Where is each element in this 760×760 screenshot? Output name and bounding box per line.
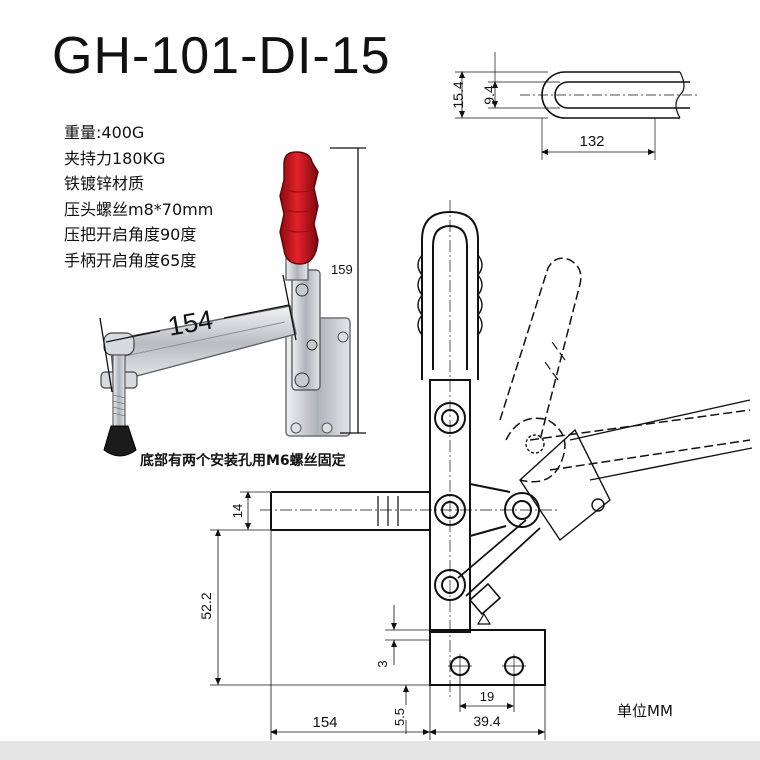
drawing-base-plate <box>429 629 546 686</box>
rubber-tip <box>103 425 137 457</box>
spec-spindle-screw: 压头螺丝m8*70mm <box>64 199 214 219</box>
slot-detail <box>455 52 700 160</box>
break-line <box>675 71 685 119</box>
spec-material: 铁镀锌材质 <box>64 174 145 193</box>
pivot-pin <box>295 283 309 297</box>
spec-list: 重量:400G 夹持力180KG 铁镀锌材质 压头螺丝m8*70mm 压把开启角… <box>64 120 213 273</box>
spindle-screw <box>112 354 126 428</box>
dim-slot-outer-width: 15.4 <box>450 81 466 108</box>
dim-total-height: 159 <box>331 262 353 277</box>
pivot-pin <box>294 372 310 388</box>
open-position-solid <box>519 399 753 542</box>
dim-drawing-height: 52.2 <box>198 592 214 619</box>
mount-hole <box>337 331 349 343</box>
page-title: GH-101-DI-15 <box>52 27 391 85</box>
unit-note: 单位MM <box>617 702 673 720</box>
pivot-pin <box>306 339 318 351</box>
spec-clamp-force: 夹持力180KG <box>64 148 166 168</box>
spec-bar-open-angle: 压把开启角度90度 <box>64 225 197 244</box>
dim-slot-inner-width: 9.4 <box>481 85 497 105</box>
mounting-note: 底部有两个安装孔用M6螺丝固定 <box>140 453 346 469</box>
dim-reach: 154 <box>312 714 337 731</box>
drawing-arm <box>270 491 430 531</box>
mount-hole <box>321 422 333 434</box>
slot-inner-outline <box>554 81 690 109</box>
dim-hole-spacing: 19 <box>480 689 494 704</box>
open-position-outline <box>499 257 751 483</box>
dim-handle-width: 14 <box>230 504 245 518</box>
spec-weight: 重量:400G <box>64 123 145 142</box>
product-photo <box>100 151 351 457</box>
dim-base-width: 39.4 <box>473 713 500 729</box>
spec-handle-open-angle: 手柄开启角度65度 <box>64 250 197 270</box>
dim-gap: 3 <box>375 660 390 667</box>
dim-base-offset: 5.5 <box>392 708 407 726</box>
bottom-band <box>0 741 760 760</box>
spindle-nut <box>103 332 135 356</box>
mount-hole <box>290 422 302 434</box>
handle-grip <box>279 151 319 265</box>
dim-slot-length: 132 <box>579 133 604 150</box>
drawing-dimension-lines <box>210 491 546 740</box>
photo-dimension-lines <box>99 147 366 434</box>
